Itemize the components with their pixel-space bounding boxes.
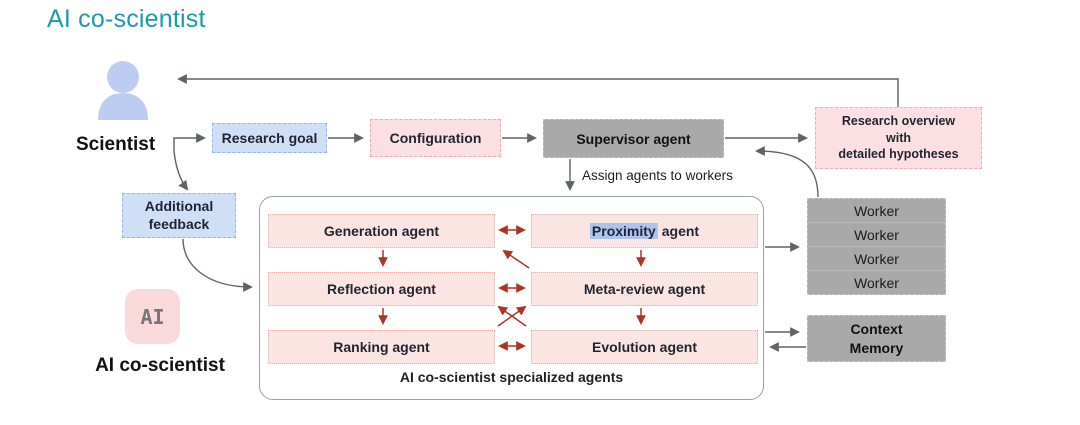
research-goal-box: Research goal xyxy=(212,123,327,153)
feedback-to-agents-arrow xyxy=(182,238,253,292)
assign-agents-label: Assign agents to workers xyxy=(582,168,733,183)
worker-to-supervisor-arrow xyxy=(755,146,819,198)
scientist-to-feedback-arrow xyxy=(173,150,189,191)
ai-chip-icon: AI xyxy=(125,289,180,344)
worker-row: Worker xyxy=(808,246,945,270)
worker-row: Worker xyxy=(808,222,945,246)
proximity-agent-box: Proximity agent xyxy=(531,214,758,248)
page-title: AI co-scientist xyxy=(47,5,206,33)
scientist-to-research-goal-arrow xyxy=(173,133,206,151)
worker-row: Worker xyxy=(808,270,945,294)
worker-row: Worker xyxy=(854,202,899,219)
agents-container-caption: AI co-scientist specialized agents xyxy=(399,369,624,385)
additional-feedback-box: Additional feedback xyxy=(122,193,236,238)
scientist-person-icon xyxy=(98,61,148,120)
research-overview-box: Research overview with detailed hypothes… xyxy=(815,107,982,169)
proximity-agent-word: agent xyxy=(661,223,700,239)
context-memory-box: Context Memory xyxy=(807,315,946,362)
workers-box: Worker Worker Worker Worker xyxy=(807,198,946,295)
configuration-box: Configuration xyxy=(370,119,501,157)
evolution-agent-box: Evolution agent xyxy=(531,330,758,364)
generation-agent-box: Generation agent xyxy=(268,214,495,248)
ranking-agent-box: Ranking agent xyxy=(268,330,495,364)
reflection-agent-box: Reflection agent xyxy=(268,272,495,306)
overview-to-scientist-arrow xyxy=(177,74,899,107)
ai-co-scientist-label: AI co-scientist xyxy=(95,355,225,376)
scientist-label: Scientist xyxy=(76,134,156,155)
meta-review-agent-box: Meta-review agent xyxy=(531,272,758,306)
specialized-agents-container: Generation agent Proximity agent Reflect… xyxy=(259,196,764,400)
proximity-highlighted-word: Proximity xyxy=(589,223,658,239)
supervisor-agent-box: Supervisor agent xyxy=(543,119,724,158)
